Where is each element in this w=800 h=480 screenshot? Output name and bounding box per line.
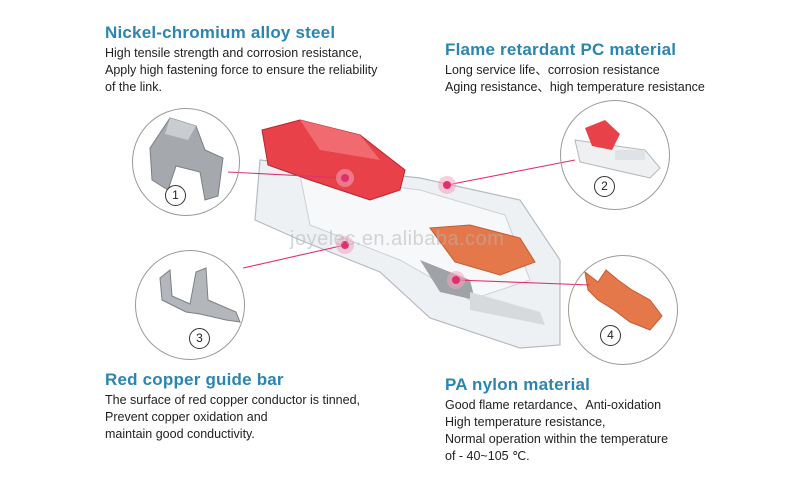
feature-line: Long service life、corrosion resistance [445, 63, 660, 77]
feature-line: of - 40~105 ℃. [445, 449, 530, 463]
zoom-circle-4 [568, 255, 678, 365]
feature-pc: Flame retardant PC material Long service… [445, 40, 705, 96]
pointer-lines [227, 159, 591, 286]
feature-title: Flame retardant PC material [445, 40, 677, 59]
callout-number-2: 2 [594, 176, 615, 197]
feature-line: maintain good conductivity. [105, 427, 255, 441]
main-connector [254, 119, 561, 349]
feature-nickel: Nickel-chromium alloy steel High tensile… [105, 23, 377, 96]
feature-line: Apply high fastening force to ensure the… [105, 63, 378, 77]
feature-line: Normal operation within the temperature [445, 432, 669, 446]
zoom-circle-2 [560, 100, 670, 210]
feature-copper: Red copper guide bar The surface of red … [105, 370, 360, 443]
feature-line: High tensile strength and corrosion resi… [105, 46, 363, 60]
feature-title: Red copper guide bar [105, 370, 284, 389]
callout-number-1: 1 [165, 185, 186, 206]
feature-line: High temperature resistance, [445, 415, 606, 429]
feature-title: PA nylon material [445, 375, 591, 394]
feature-title: Nickel-chromium alloy steel [105, 23, 336, 42]
feature-line: Good flame retardance、Anti-oxidation [445, 398, 662, 412]
feature-nylon: PA nylon material Good flame retardance、… [445, 375, 668, 465]
zoom-circle-1 [132, 108, 240, 216]
feature-line: Aging resistance、high temperature resist… [445, 80, 705, 94]
pointer-dots [336, 169, 465, 289]
feature-line: The surface of red copper conductor is t… [105, 393, 361, 407]
callout-number-3: 3 [189, 328, 210, 349]
zoom-circle-3 [135, 250, 245, 360]
feature-line: of the link. [105, 80, 162, 94]
feature-line: Prevent copper oxidation and [105, 410, 268, 424]
watermark: joyelec.en.alibaba.com [290, 228, 505, 250]
callout-number-4: 4 [600, 325, 621, 346]
